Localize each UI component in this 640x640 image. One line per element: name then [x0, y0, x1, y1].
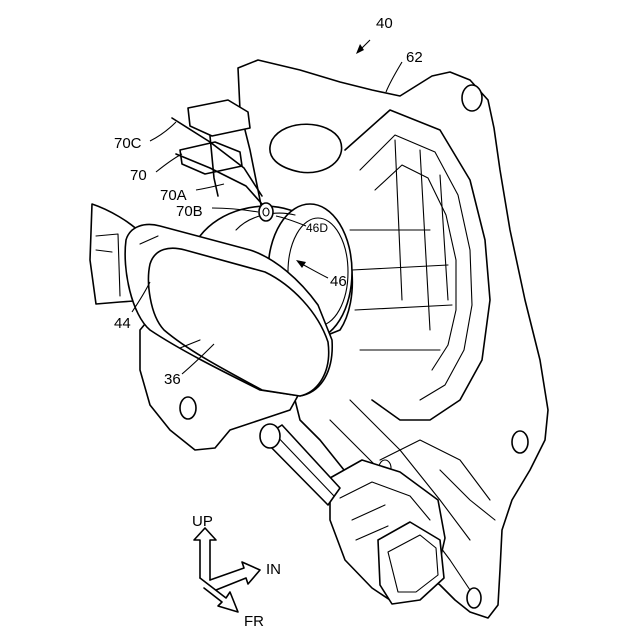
pin-70B — [259, 203, 273, 221]
label-70: 70 — [130, 167, 147, 184]
label-40: 40 — [376, 15, 393, 32]
label-fr: FR — [244, 613, 264, 630]
label-36: 36 — [164, 371, 181, 388]
mount-hole-top — [462, 85, 482, 111]
bracket-hole — [180, 397, 196, 419]
label-62: 62 — [406, 49, 423, 66]
label-70B: 70B — [176, 203, 203, 220]
label-70C: 70C — [114, 135, 142, 152]
in-arrow — [210, 562, 260, 590]
mount-hole-right — [512, 431, 528, 453]
mount-hole-bottom — [467, 588, 481, 608]
label-in: IN — [266, 561, 281, 578]
direction-indicator: UP IN FR — [192, 513, 281, 630]
arrow-40 — [356, 44, 364, 54]
label-46D: 46D — [306, 221, 328, 235]
label-46: 46 — [330, 273, 347, 290]
label-70A: 70A — [160, 187, 187, 204]
up-arrow — [194, 528, 216, 580]
oval-window — [270, 124, 342, 172]
label-44: 44 — [114, 315, 131, 332]
label-up: UP — [192, 513, 213, 530]
